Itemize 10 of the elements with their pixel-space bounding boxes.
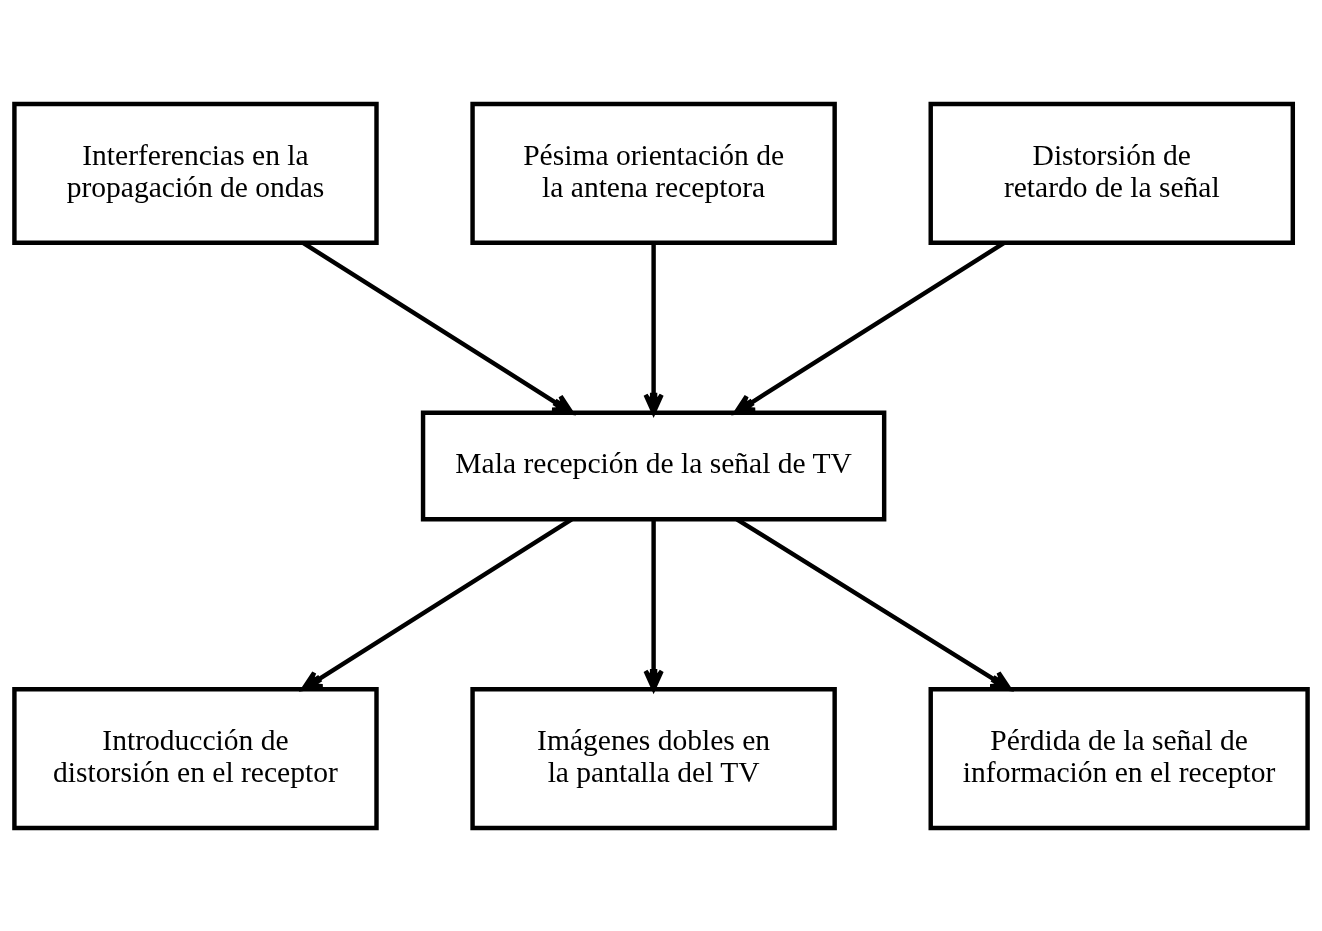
arrow <box>643 243 664 415</box>
node-box: Introducción de distorsión en el receptor <box>12 686 379 830</box>
arrow <box>302 240 574 415</box>
node-box: Mala recepción de la señal de TV <box>420 410 887 521</box>
arrow <box>733 240 1005 415</box>
node-box: Pésima orientación de la antena receptora <box>470 101 837 245</box>
node-box: Imágenes dobles en la pantalla del TV <box>470 686 837 830</box>
node-box: Distorsión de retardo de la señal <box>928 101 1296 245</box>
node-box: Interferencias en la propagación de ondas <box>12 101 379 245</box>
node-box: Pérdida de la señal de información en el receptor <box>928 686 1310 830</box>
